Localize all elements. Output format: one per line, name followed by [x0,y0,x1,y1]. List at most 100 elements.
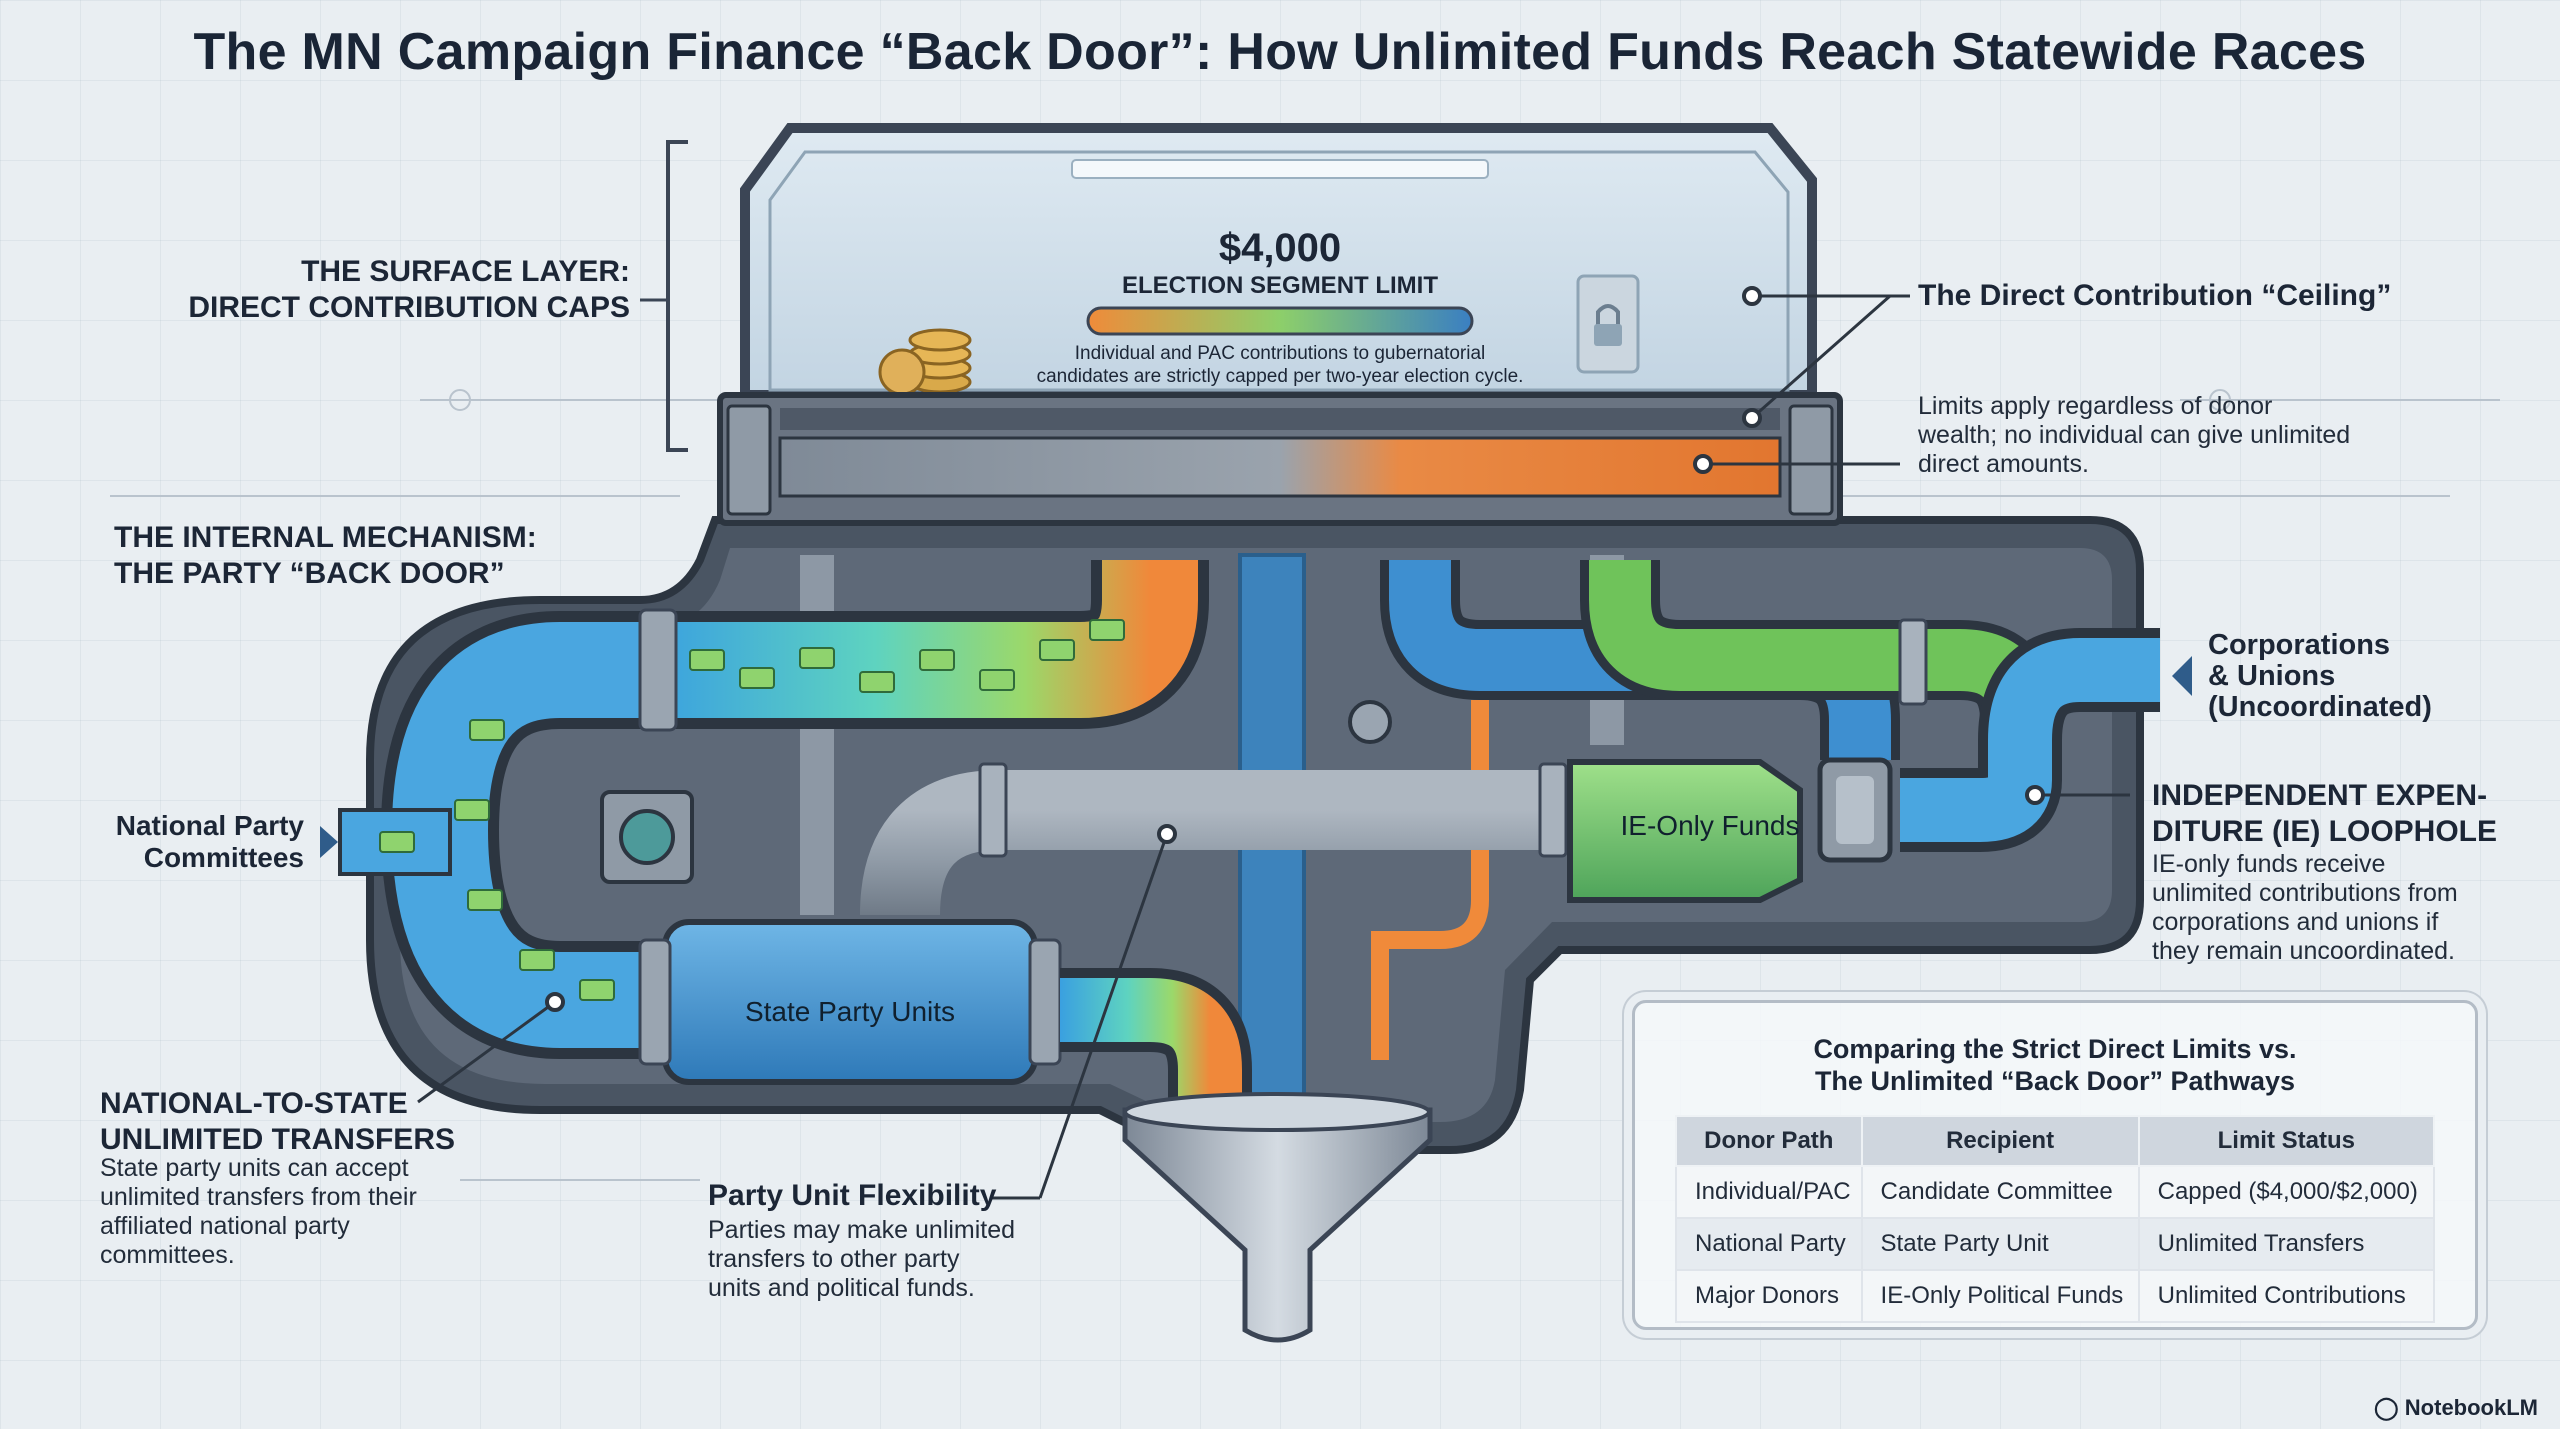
money-flow-pipe-fill [650,560,1198,718]
vault-limit-label: ELECTION SEGMENT LIMIT [1122,272,1438,299]
callout-lines [417,294,2130,1200]
ie-funds-tank [1567,759,1803,903]
state-party-outflow-flow [1060,978,1242,1110]
national-party-arrow [320,826,338,858]
notebooklm-logo-icon: ◯ [2374,1395,2399,1420]
state-party-tank-cap-left [638,938,672,1066]
transfers-text-line: unlimited transfers from their [100,1183,417,1211]
ie-text-line: unlimited contributions from [2152,879,2458,907]
glass-vault-inner [768,150,1790,392]
flexibility-heading: Party Unit Flexibility [708,1179,997,1212]
transfers-heading: NATIONAL-TO-STATE UNLIMITED TRANSFERS [100,1086,460,1158]
pipe-coupling-right [1538,762,1568,858]
table-cell: Major Donors [1675,1269,1863,1323]
surface-layer-heading: THE SURFACE LAYER: DIRECT CONTRIBUTION C… [120,254,630,326]
table-row: Individual/PAC Candidate Committee Cappe… [1675,1165,2436,1219]
ie-loophole-heading: INDEPENDENT EXPEN- DITURE (IE) LOOPHOLE [2152,778,2552,850]
ie-text-line: they remain uncoordinated. [2152,937,2455,965]
branding-text: NotebookLM [2404,1395,2538,1420]
national-party-label-line: National Party [115,810,304,841]
corporations-inlet-flow [1900,638,2160,842]
corporations-label: Corporations & Unions (Uncoordinated) [2208,630,2528,723]
vertical-grey-pipe-left [800,555,834,915]
notebooklm-branding: ◯ NotebookLM [2374,1395,2538,1421]
surface-layer-heading-line: DIRECT CONTRIBUTION CAPS [188,291,630,324]
ie-heading-line: DITURE (IE) LOOPHOLE [2152,815,2497,848]
small-valve [1348,700,1392,744]
transfers-heading-line: NATIONAL-TO-STATE [100,1087,408,1120]
ie-valve-inner [1836,776,1874,844]
ie-loophole-text: IE-only funds receive unlimited contribu… [2152,850,2552,966]
orange-riser-pipe [1371,700,1489,1060]
ceiling-text-line: wealth; no individual can give unlimited [1918,421,2351,449]
limit-gradient-bar [1086,306,1474,336]
output-funnel [1122,1107,1433,1343]
state-party-tank-cap-right [1028,938,1062,1066]
internal-heading-line: THE PARTY “BACK DOOR” [114,557,505,590]
vault-note-line: Individual and PAC contributions to gube… [1074,343,1486,364]
ceiling-bracket-left [726,404,772,516]
internal-heading-line: THE INTERNAL MECHANISM: [114,521,537,554]
ie-text-line: IE-only funds receive [2152,850,2386,878]
table-row: Major Donors IE-Only Political Funds Unl… [1675,1269,2436,1323]
transfers-text-line: State party units can accept [100,1154,409,1182]
surface-layer-bracket [666,140,688,452]
table-cell: National Party [1675,1217,1863,1271]
vault-note: Individual and PAC contributions to gube… [980,342,1580,388]
flexibility-text: Parties may make unlimited transfers to … [708,1216,1068,1303]
national-party-inlet-pipe [338,808,452,876]
vault-light-strip [1071,159,1489,179]
corporations-label-line: Corporations [2208,629,2391,661]
table-cell: Unlimited Transfers [2137,1217,2436,1271]
lock-icon [1596,304,1620,326]
ceiling-bar-top [780,408,1780,430]
table-header-row: Donor Path Recipient Limit Status [1675,1115,2436,1167]
ceiling-text: Limits apply regardless of donor wealth;… [1918,392,2538,479]
transfers-text-line: committees. [100,1241,235,1269]
comparison-title-line: The Unlimited “Back Door” Pathways [1814,1066,2296,1096]
table-cell: Unlimited Contributions [2137,1269,2436,1323]
table-cell: Candidate Committee [1860,1165,2140,1219]
surface-layer-heading-line: THE SURFACE LAYER: [301,255,630,288]
ceiling-bracket-right [1788,404,1834,516]
corporations-arrow [2172,656,2192,696]
callout-dots [545,286,2045,1012]
comparison-title: Comparing the Strict Direct Limits vs. T… [1635,1033,2475,1097]
transfers-text-line: affiliated national party [100,1212,350,1240]
comparison-table-panel: Comparing the Strict Direct Limits vs. T… [1632,1000,2478,1330]
column-header: Donor Path [1675,1115,1863,1167]
flexibility-text-line: transfers to other party [708,1245,960,1273]
comparison-table: Donor Path Recipient Limit Status Indivi… [1675,1115,2436,1323]
ceiling-bar [778,436,1782,498]
flexibility-text-line: Parties may make unlimited [708,1216,1016,1244]
comparison-title-line: Comparing the Strict Direct Limits vs. [1813,1034,2297,1064]
ie-funds-label: IE-Only Funds [1620,810,1800,841]
table-cell: Individual/PAC [1675,1165,1863,1219]
ceiling-text-line: Limits apply regardless of donor [1918,392,2273,420]
vault-amount: $4,000 [1218,226,1342,270]
corporations-label-line: (Uncoordinated) [2208,691,2432,723]
green-pipe-coupling [1898,618,1928,706]
transfers-heading-line: UNLIMITED TRANSFERS [100,1123,455,1156]
column-header: Limit Status [2137,1115,2436,1167]
national-party-label: National Party Committees [60,810,304,874]
national-party-label-line: Committees [143,842,304,873]
vault-note-line: candidates are strictly capped per two-y… [1036,366,1524,387]
ceiling-text-line: direct amounts. [1918,450,2089,478]
internal-mechanism-heading: THE INTERNAL MECHANISM: THE PARTY “BACK … [114,520,714,592]
ceiling-heading: The Direct Contribution “Ceiling” [1918,279,2392,312]
table-cell: IE-Only Political Funds [1860,1269,2140,1323]
page-title: The MN Campaign Finance “Back Door”: How… [193,23,2367,81]
state-party-label: State Party Units [744,996,956,1027]
table-row: National Party State Party Unit Unlimite… [1675,1217,2436,1271]
table-cell: Capped ($4,000/$2,000) [2137,1165,2436,1219]
blueprint-guide-lines [110,389,2500,1181]
pipe-coupling-left [638,608,678,732]
table-cell: State Party Unit [1860,1217,2140,1271]
column-header: Recipient [1860,1115,2140,1167]
pipe-coupling-mid [978,762,1008,858]
flexibility-text-line: units and political funds. [708,1274,975,1302]
ie-text-line: corporations and unions if [2152,908,2439,936]
ie-heading-line: INDEPENDENT EXPEN- [2152,779,2488,812]
